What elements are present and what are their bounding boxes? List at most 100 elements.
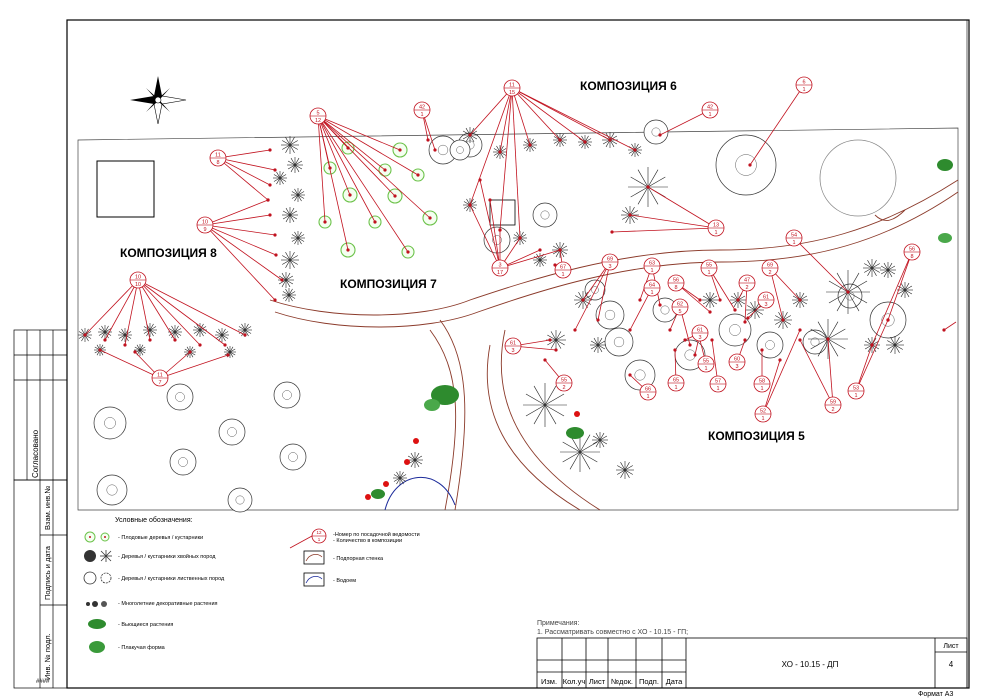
legend-deciduous-label: - Деревья / кустарники лиственных пород: [118, 576, 225, 582]
conifer-tree: [143, 323, 157, 337]
leader-line: [204, 224, 276, 301]
leader-line: [137, 279, 201, 346]
plant-marker: [273, 168, 277, 172]
plant-marker: [268, 183, 272, 187]
tag-number: 61: [763, 295, 769, 301]
leader-line: [479, 179, 501, 269]
plant-marker: [173, 338, 177, 342]
svg-text:№док.: №док.: [611, 677, 633, 686]
leader-line: [469, 204, 501, 269]
leader-line: [217, 157, 269, 201]
plant-marker: [433, 148, 437, 152]
leader-line: [99, 349, 161, 379]
tag-quantity: 10: [135, 282, 141, 288]
plant-marker: [346, 146, 350, 150]
tag-bubble: 109: [196, 216, 214, 234]
plant-marker: [886, 318, 890, 322]
tag-quantity: 15: [509, 90, 515, 96]
conifer-tree: [278, 272, 294, 288]
plant-marker: [658, 303, 662, 307]
conifer-tree: [238, 323, 252, 337]
leader-line: [762, 329, 801, 415]
leader-line: [793, 237, 849, 293]
plant-marker: [346, 248, 350, 252]
plant-marker: [554, 348, 558, 352]
sheet-label: Лист: [943, 643, 959, 650]
svg-text:Кол.уч: Кол.уч: [563, 677, 586, 686]
leader-line: [659, 109, 711, 136]
tag-number: 61: [510, 341, 516, 347]
deciduous-tree: [169, 448, 197, 476]
conifer-tree: [193, 323, 207, 337]
plant-marker: [658, 133, 662, 137]
svg-text:12: 12: [316, 530, 322, 535]
tag-number: 66: [645, 387, 651, 393]
tag-number: 55: [703, 359, 709, 365]
legend-conifer-label: - Деревья / кустарники хвойных пород: [118, 553, 216, 560]
plant-marker: [103, 338, 107, 342]
leader-line: [317, 115, 409, 253]
tag-bubble: 117: [151, 369, 169, 387]
conifer-tree: [224, 346, 236, 358]
plant-marker: [280, 278, 284, 282]
tag-bubble: 472: [738, 274, 756, 292]
tag-bubble: 531: [847, 382, 865, 400]
plant-marker: [528, 143, 532, 147]
plant-marker: [628, 213, 632, 217]
deciduous-tree-core: [227, 427, 237, 437]
plant-marker: [328, 166, 332, 170]
plant-marker: [781, 318, 785, 322]
tag-number: 63: [649, 261, 655, 267]
leader-line: [317, 115, 376, 223]
plant-marker: [846, 290, 850, 294]
tag-quantity: 1: [674, 385, 677, 391]
leader-line: [499, 87, 513, 231]
plant-marker: [668, 328, 672, 332]
conifer-tree: [533, 253, 547, 267]
round-platform: [819, 139, 897, 217]
tag-quantity: 1: [650, 290, 653, 296]
leader-line: [469, 87, 513, 136]
tag-number: 56: [909, 247, 915, 253]
tag-bubble: 421: [413, 101, 431, 119]
tag-bubble: 651: [667, 374, 685, 392]
deciduous-tree: [643, 119, 669, 145]
plant-marker: [798, 338, 802, 342]
conifer-tree: [393, 471, 407, 485]
leader-line: [511, 87, 521, 239]
composition-7-label: КОМПОЗИЦИЯ 7: [340, 277, 437, 291]
tag-quantity: 3: [511, 348, 514, 354]
plant-marker: [518, 236, 522, 240]
plant-marker: [760, 348, 764, 352]
leader-line: [597, 261, 611, 321]
tag-number: 56: [673, 278, 679, 284]
deciduous-tree: [96, 474, 128, 506]
conifer-tree: [808, 319, 848, 359]
plant-marker: [323, 220, 327, 224]
plant-marker: [628, 373, 632, 377]
conifer-tree: [826, 270, 870, 314]
plant-marker: [226, 353, 230, 357]
plant-marker: [573, 328, 577, 332]
tag-bubble: 541: [785, 229, 803, 247]
notes-line-1: 1. Рассматривать совместно с ХО - 10.15 …: [537, 629, 688, 636]
tag-bubble: 613: [691, 324, 709, 342]
leader-line: [317, 115, 351, 196]
tag-quantity: 1: [761, 416, 764, 422]
side-agreed: Согласовано: [31, 429, 40, 478]
leader-line: [511, 87, 561, 141]
deciduous-tree-core: [660, 305, 670, 315]
plant-marker: [693, 353, 697, 357]
tag-quantity: 7: [158, 380, 161, 386]
tag-bubble: 671: [554, 261, 572, 279]
leader-line: [317, 115, 326, 223]
leader-lines: [84, 84, 957, 415]
deciduous-tree: [279, 443, 307, 471]
leader-line: [611, 227, 717, 233]
plant-marker: [198, 343, 202, 347]
conifer-tree: [880, 262, 896, 278]
tag-quantity: 5: [678, 309, 681, 315]
tag-bubble: 625: [671, 298, 689, 316]
pond: [384, 477, 456, 511]
